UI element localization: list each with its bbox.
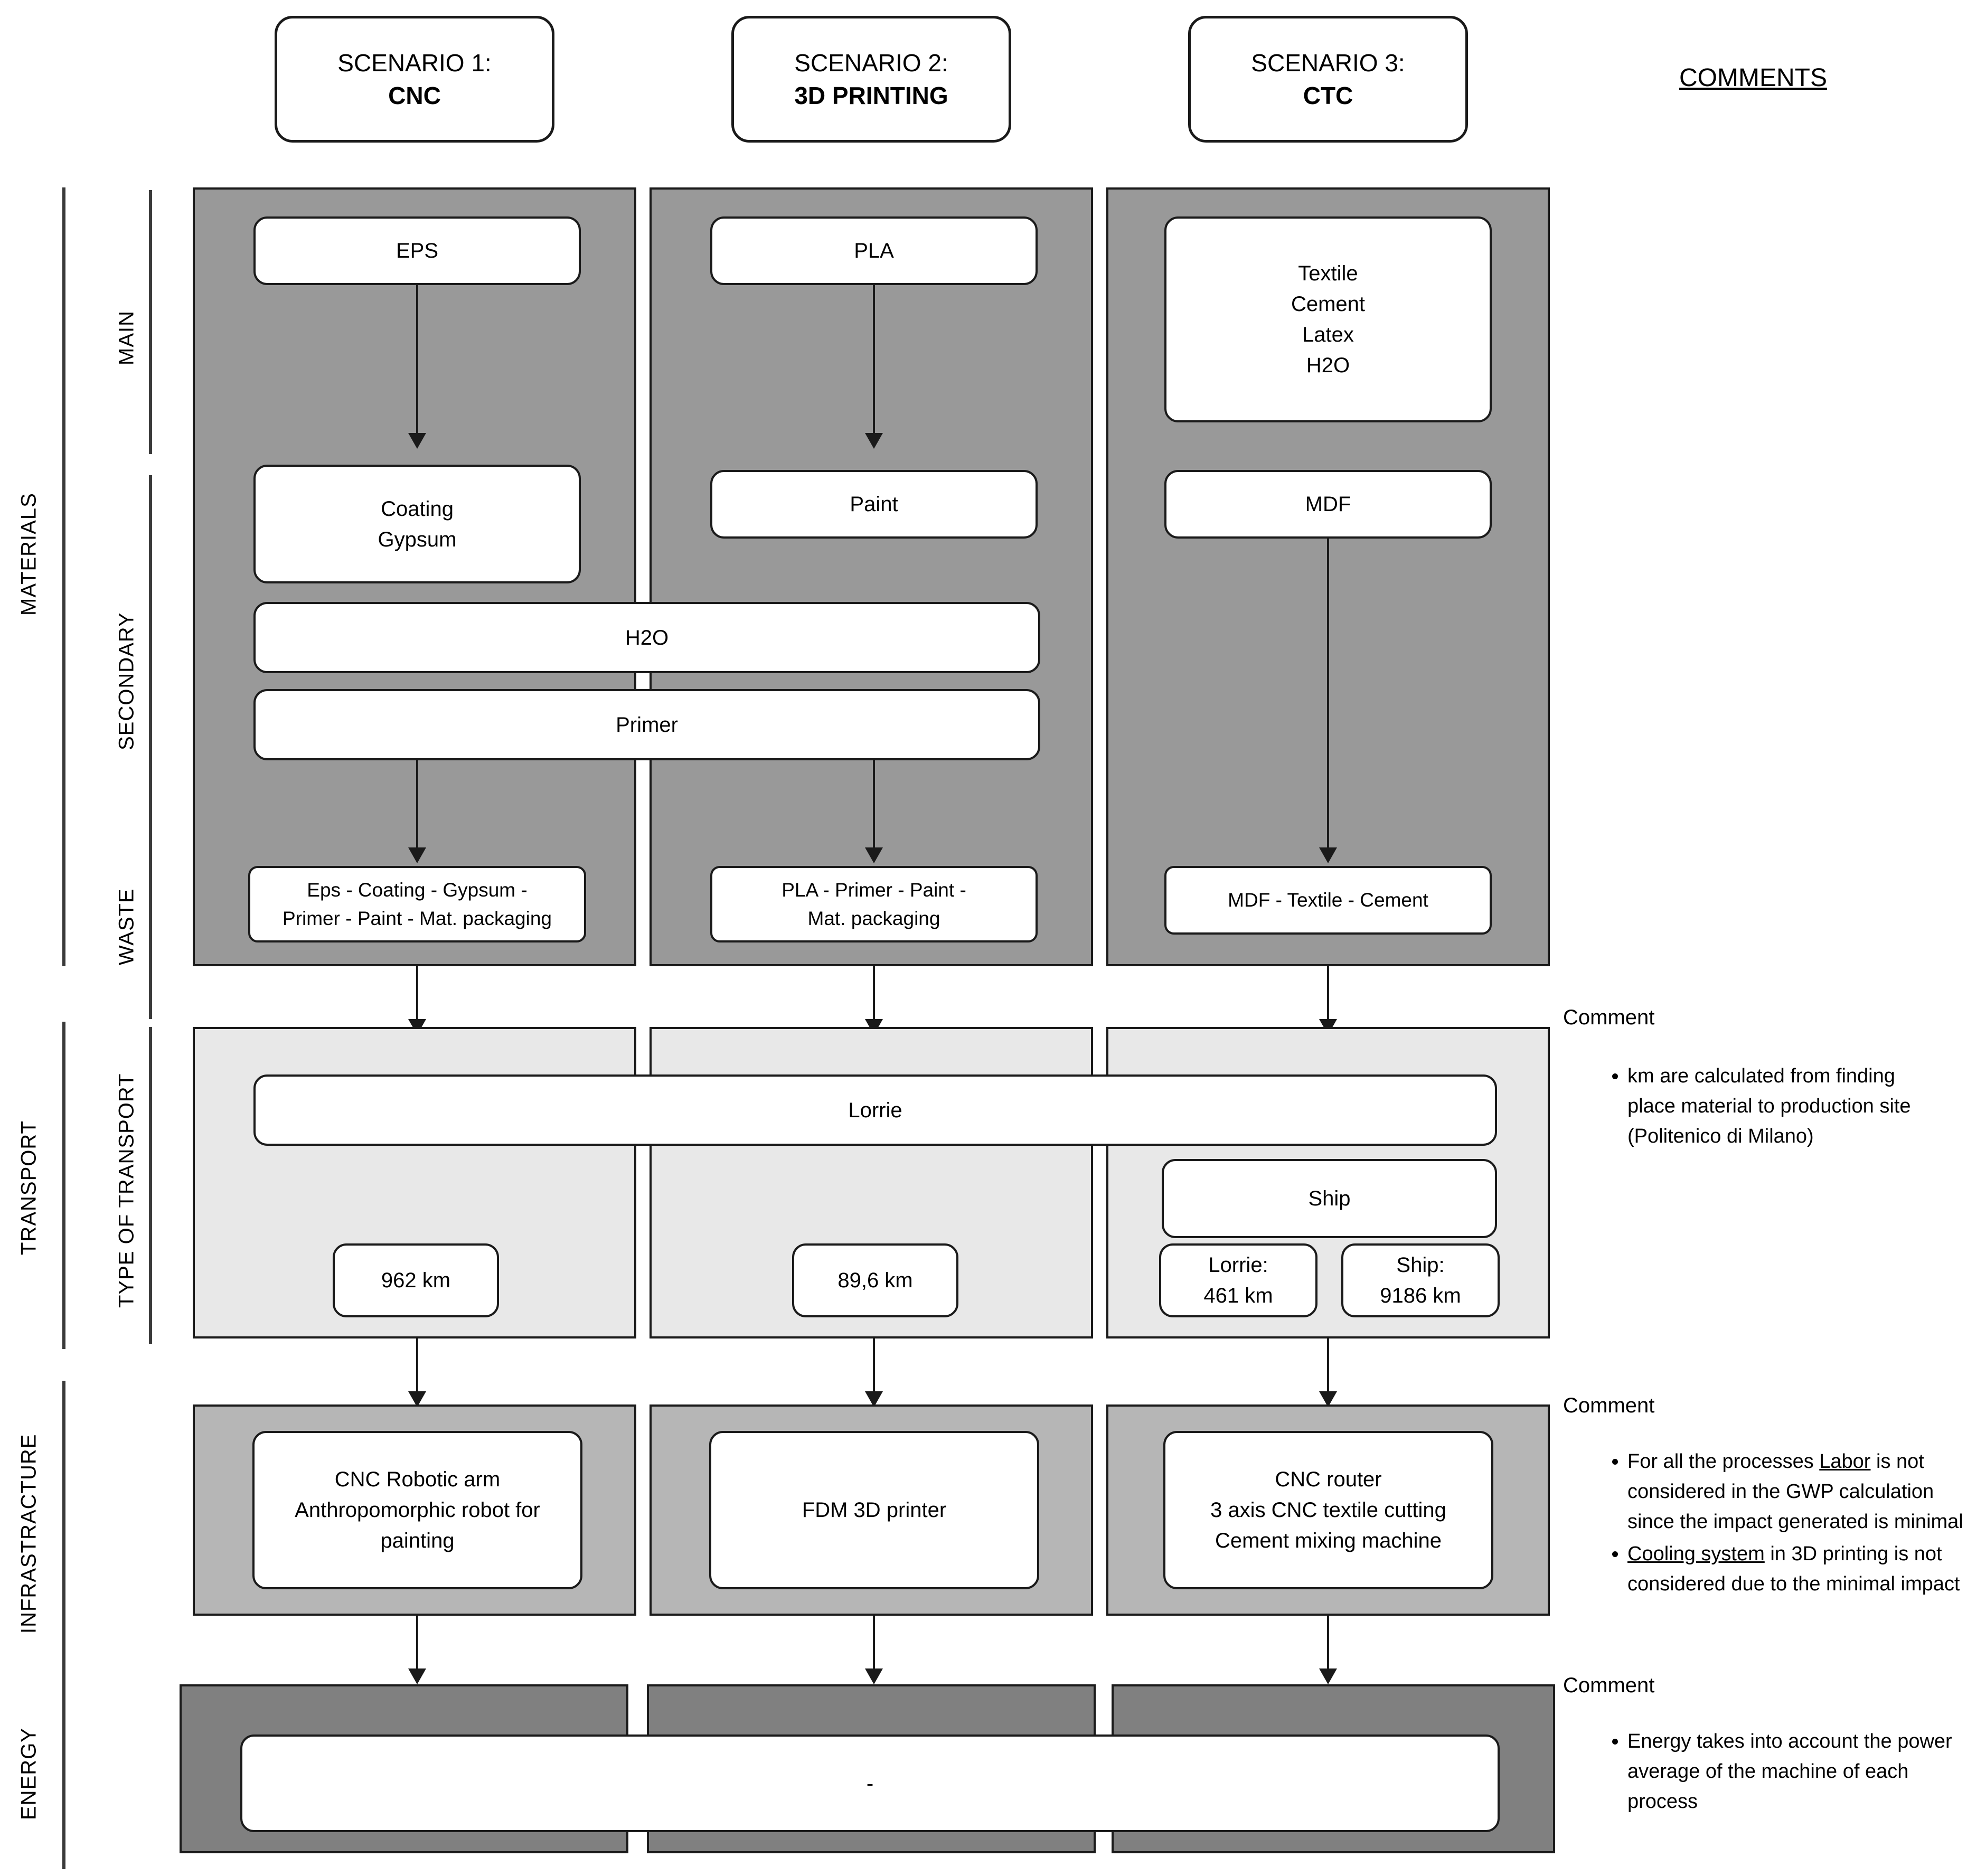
comment-item: Energy takes into account the power aver… <box>1627 1727 1967 1817</box>
comment-item: For all the processes Labor is not consi… <box>1627 1447 1967 1537</box>
arrowhead-main-to-secondary-s2 <box>865 433 883 449</box>
axis-label-waste: WASTE <box>115 888 138 965</box>
arrowhead-infra-to-energy-s1 <box>408 1668 426 1684</box>
connector-to-waste-s3 <box>1327 539 1329 850</box>
axis-rule-secondary <box>149 475 152 1019</box>
material-main-box-scenario-1: EPS <box>253 216 581 285</box>
axis-label-energy: ENERGY <box>17 1728 41 1821</box>
transport-ctc-lorrie-value: 461 km <box>1203 1284 1273 1307</box>
transport-distance-scenario-1: 962 km <box>333 1243 499 1317</box>
transport-distance-ctc-ship: Ship: 9186 km <box>1341 1243 1500 1317</box>
scenario-header-1-line1: SCENARIO 1: <box>337 49 492 77</box>
connector-transport-to-infra-s3 <box>1327 1338 1329 1394</box>
material-secondary-box-scenario-3: MDF <box>1164 470 1492 539</box>
comment-list-transport: km are calculated from finding place mat… <box>1600 1061 1944 1154</box>
connector-infra-to-energy-s3 <box>1327 1616 1329 1671</box>
axis-rule-materials <box>62 187 65 966</box>
transport-ctc-ship-value: 9186 km <box>1380 1284 1461 1307</box>
axis-label-type-of-transport: TYPE OF TRANSPORT <box>115 1073 138 1308</box>
arrowhead-infra-to-energy-s2 <box>865 1668 883 1684</box>
connector-to-waste-s2 <box>873 760 875 850</box>
comment-label-energy: Comment <box>1563 1674 1655 1697</box>
arrowhead-infra-to-energy-s3 <box>1319 1668 1337 1684</box>
material-waste-box-scenario-1: Eps - Coating - Gypsum - Primer - Paint … <box>248 866 586 942</box>
transport-mode-ship: Ship <box>1162 1159 1497 1238</box>
comment-list-infrastructure: For all the processes Labor is not consi… <box>1600 1447 1967 1601</box>
connector-main-to-secondary-s1 <box>416 285 418 436</box>
arrowhead-to-waste-s2 <box>865 847 883 863</box>
scenario-header-2-line1: SCENARIO 2: <box>794 49 948 77</box>
comment-label-transport: Comment <box>1563 1006 1655 1029</box>
scenario-header-2: SCENARIO 2: 3D PRINTING <box>731 16 1011 143</box>
axis-rule-waste <box>149 826 152 969</box>
connector-transport-to-infra-s1 <box>416 1338 418 1394</box>
materials-panel-scenario-2 <box>650 187 1093 966</box>
axis-label-transport: TRANSPORT <box>17 1120 41 1256</box>
transport-distance-ctc-lorrie: Lorrie: 461 km <box>1159 1243 1317 1317</box>
axis-label-secondary: SECONDARY <box>115 612 138 750</box>
transport-ctc-ship-label: Ship: <box>1396 1253 1445 1277</box>
connector-to-waste-s1 <box>416 760 418 850</box>
connector-infra-to-energy-s2 <box>873 1616 875 1671</box>
arrowhead-to-waste-s1 <box>408 847 426 863</box>
infrastructure-box-scenario-2: FDM 3D printer <box>709 1431 1039 1589</box>
material-waste-box-scenario-3: MDF - Textile - Cement <box>1164 866 1492 935</box>
connector-materials-to-transport-s3 <box>1327 966 1329 1022</box>
material-main-box-scenario-3: Textile Cement Latex H2O <box>1164 216 1492 422</box>
comment-label-infrastructure: Comment <box>1563 1394 1655 1417</box>
transport-distance-scenario-2: 89,6 km <box>792 1243 958 1317</box>
axis-label-main: MAIN <box>115 310 138 365</box>
axis-label-infrastructure: INFRASTRACTURE <box>17 1434 41 1634</box>
material-secondary-box-scenario-2: Paint <box>710 470 1038 539</box>
connector-materials-to-transport-s2 <box>873 966 875 1022</box>
arrowhead-main-to-secondary-s1 <box>408 433 426 449</box>
arrowhead-to-waste-s3 <box>1319 847 1337 863</box>
energy-value-box: - <box>240 1734 1500 1832</box>
infrastructure-box-scenario-3: CNC router 3 axis CNC textile cutting Ce… <box>1163 1431 1493 1589</box>
axis-rule-main <box>149 190 152 454</box>
comments-heading: COMMENTS <box>1679 64 1827 92</box>
axis-rule-infrastructure <box>62 1381 65 1740</box>
axis-rule-transport <box>62 1022 65 1349</box>
scenario-header-1: SCENARIO 1: CNC <box>275 16 554 143</box>
connector-main-to-secondary-s2 <box>873 285 875 436</box>
material-shared-box-h2o: H2O <box>253 602 1040 673</box>
scenario-header-3-line2: CTC <box>1303 82 1353 109</box>
axis-rule-energy <box>62 1679 65 1869</box>
connector-transport-to-infra-s2 <box>873 1338 875 1394</box>
connector-materials-to-transport-s1 <box>416 966 418 1022</box>
scenario-header-3-line1: SCENARIO 3: <box>1251 49 1405 77</box>
transport-ctc-lorrie-label: Lorrie: <box>1208 1253 1268 1277</box>
scenario-header-1-line2: CNC <box>388 82 441 109</box>
comment-item: km are calculated from finding place mat… <box>1627 1061 1944 1152</box>
comment-list-energy: Energy takes into account the power aver… <box>1600 1727 1967 1819</box>
connector-infra-to-energy-s1 <box>416 1616 418 1671</box>
infrastructure-box-scenario-1: CNC Robotic arm Anthropomorphic robot fo… <box>252 1431 582 1589</box>
scenario-header-2-line2: 3D PRINTING <box>794 82 948 109</box>
scenario-header-3: SCENARIO 3: CTC <box>1188 16 1468 143</box>
axis-label-materials: MATERIALS <box>17 493 41 616</box>
comment-item: Cooling system in 3D printing is not con… <box>1627 1539 1967 1599</box>
axis-rule-type-of-transport <box>149 1027 152 1344</box>
material-shared-box-primer: Primer <box>253 689 1040 760</box>
material-waste-box-scenario-2: PLA - Primer - Paint - Mat. packaging <box>710 866 1038 942</box>
transport-mode-lorrie: Lorrie <box>253 1074 1497 1146</box>
material-main-box-scenario-2: PLA <box>710 216 1038 285</box>
material-secondary-box-scenario-1: Coating Gypsum <box>253 465 581 583</box>
